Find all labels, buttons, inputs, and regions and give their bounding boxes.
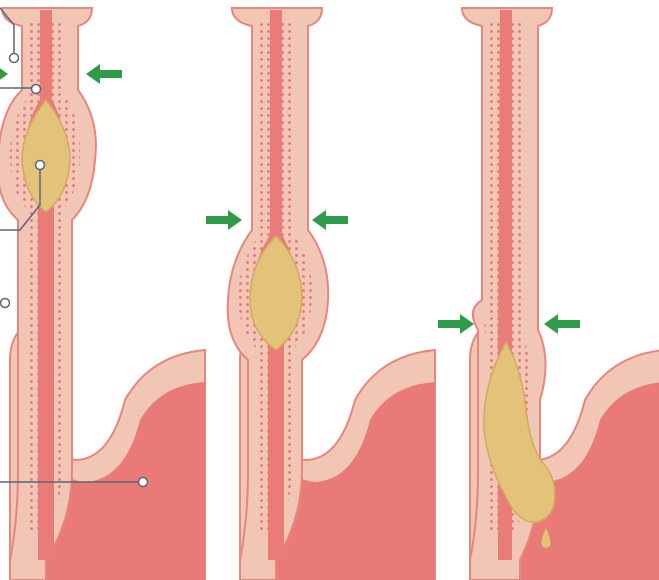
leader-dot-1 xyxy=(10,54,19,63)
panel-stage-2 xyxy=(206,8,435,580)
leader-dot-5 xyxy=(139,478,148,487)
arrow-left-constriction xyxy=(0,64,8,84)
arrow-right-constriction xyxy=(312,210,348,230)
panel-stage-1 xyxy=(0,8,205,580)
arrow-left-constriction xyxy=(438,314,474,334)
arrow-right-constriction xyxy=(544,314,580,334)
leader-dot-3 xyxy=(36,161,45,170)
arrow-left-constriction xyxy=(206,210,242,230)
leader-dot-4 xyxy=(1,299,10,308)
panel-stage-3 xyxy=(438,8,659,580)
arrow-right-constriction xyxy=(86,64,122,84)
leader-dot-2 xyxy=(32,85,41,94)
